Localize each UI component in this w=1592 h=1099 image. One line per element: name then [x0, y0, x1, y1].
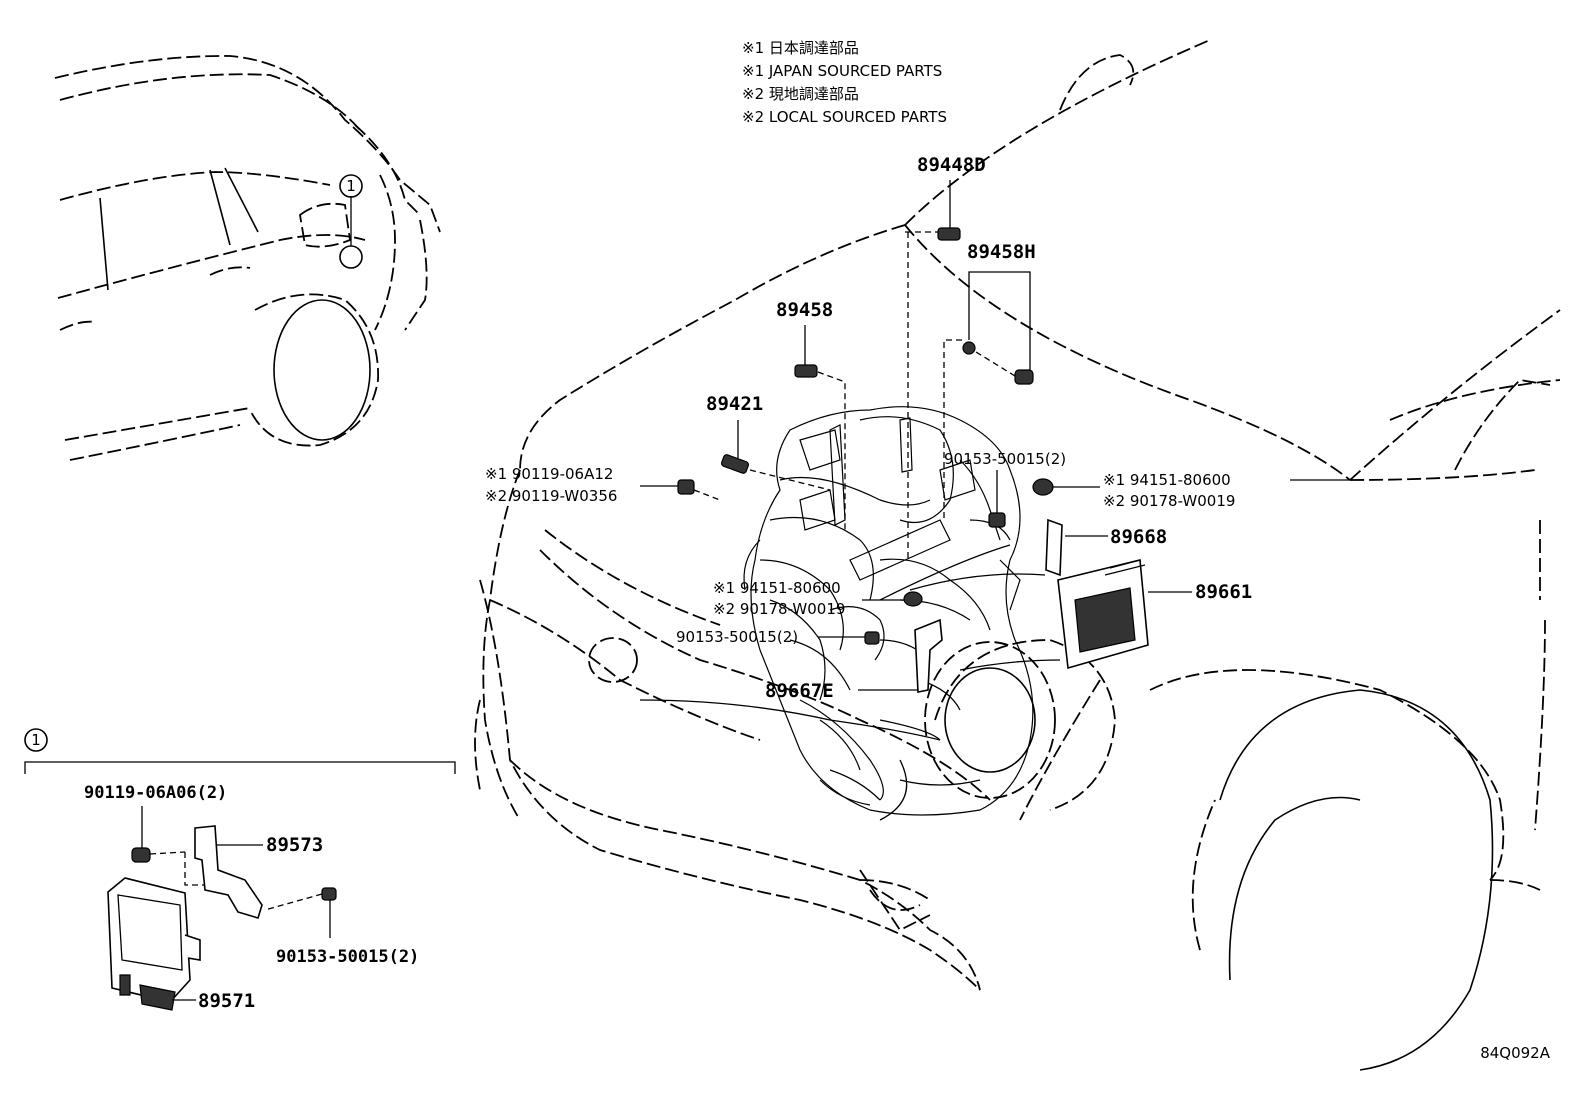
label-94151-mid: ※1 94151-80600: [713, 579, 841, 597]
label-90119-W0356: ※2 90119-W0356: [485, 487, 617, 505]
part-89661-ecu: 89661: [1057, 559, 1252, 670]
label-90153-mid: 90153-50015(2): [676, 628, 798, 646]
part-94151-mid: ※1 94151-80600 ※2 90178-W0019: [713, 579, 923, 618]
car-callout-1: 1: [346, 177, 356, 195]
part-89668: 89668: [1045, 518, 1167, 577]
part-90153-top: 90153-50015(2): [944, 450, 1066, 528]
label-89571: 89571: [198, 990, 255, 1012]
sourcing-notes: ※1 日本調達部品 ※1 JAPAN SOURCED PARTS ※2 現地調達…: [742, 39, 947, 126]
detail-1-section: 1 90119-06A06(2) 89573 90153-50015(2) 89…: [24, 728, 456, 1012]
label-90119-06A06: 90119-06A06(2): [84, 783, 227, 803]
label-90178-right: ※2 90178-W0019: [1103, 492, 1235, 510]
part-89458: 89458: [776, 299, 846, 530]
diagram-code: 84Q092A: [1480, 1044, 1551, 1062]
part-89667E: 89667E: [765, 618, 943, 702]
label-94151-right: ※1 94151-80600: [1103, 471, 1231, 489]
label-90178-mid: ※2 90178-W0019: [713, 600, 845, 618]
rear-car-sketch: 1: [54, 55, 441, 461]
part-89421: 89421: [706, 393, 831, 491]
note-local-sourced-jp: ※2 現地調達部品: [742, 85, 859, 103]
label-89573: 89573: [266, 834, 323, 856]
part-94151-right: ※1 94151-80600 ※2 90178-W0019: [1032, 471, 1350, 510]
engine-assembly: [639, 406, 1061, 821]
label-89668: 89668: [1110, 526, 1167, 548]
label-89667E: 89667E: [765, 680, 834, 702]
note-japan-sourced-en: ※1 JAPAN SOURCED PARTS: [742, 62, 942, 80]
front-car-outline: [474, 39, 1561, 1071]
label-89448D: 89448D: [917, 154, 986, 176]
detail-callout-1: 1: [31, 731, 41, 749]
label-90153-top: 90153-50015(2): [944, 450, 1066, 468]
label-89421: 89421: [706, 393, 763, 415]
part-89448D: 89448D: [905, 154, 986, 560]
label-89458: 89458: [776, 299, 833, 321]
part-90119-bolt: ※1 90119-06A12 ※2 90119-W0356: [485, 465, 721, 505]
label-90119-06A12: ※1 90119-06A12: [485, 465, 613, 483]
note-japan-sourced-jp: ※1 日本調達部品: [742, 39, 859, 57]
part-90153-mid: 90153-50015(2): [676, 628, 880, 646]
note-local-sourced-en: ※2 LOCAL SOURCED PARTS: [742, 108, 947, 126]
label-89458H: 89458H: [967, 241, 1036, 263]
part-89458H: 89458H: [943, 241, 1036, 520]
label-89661: 89661: [1195, 581, 1252, 603]
label-90153-detail: 90153-50015(2): [276, 947, 419, 967]
